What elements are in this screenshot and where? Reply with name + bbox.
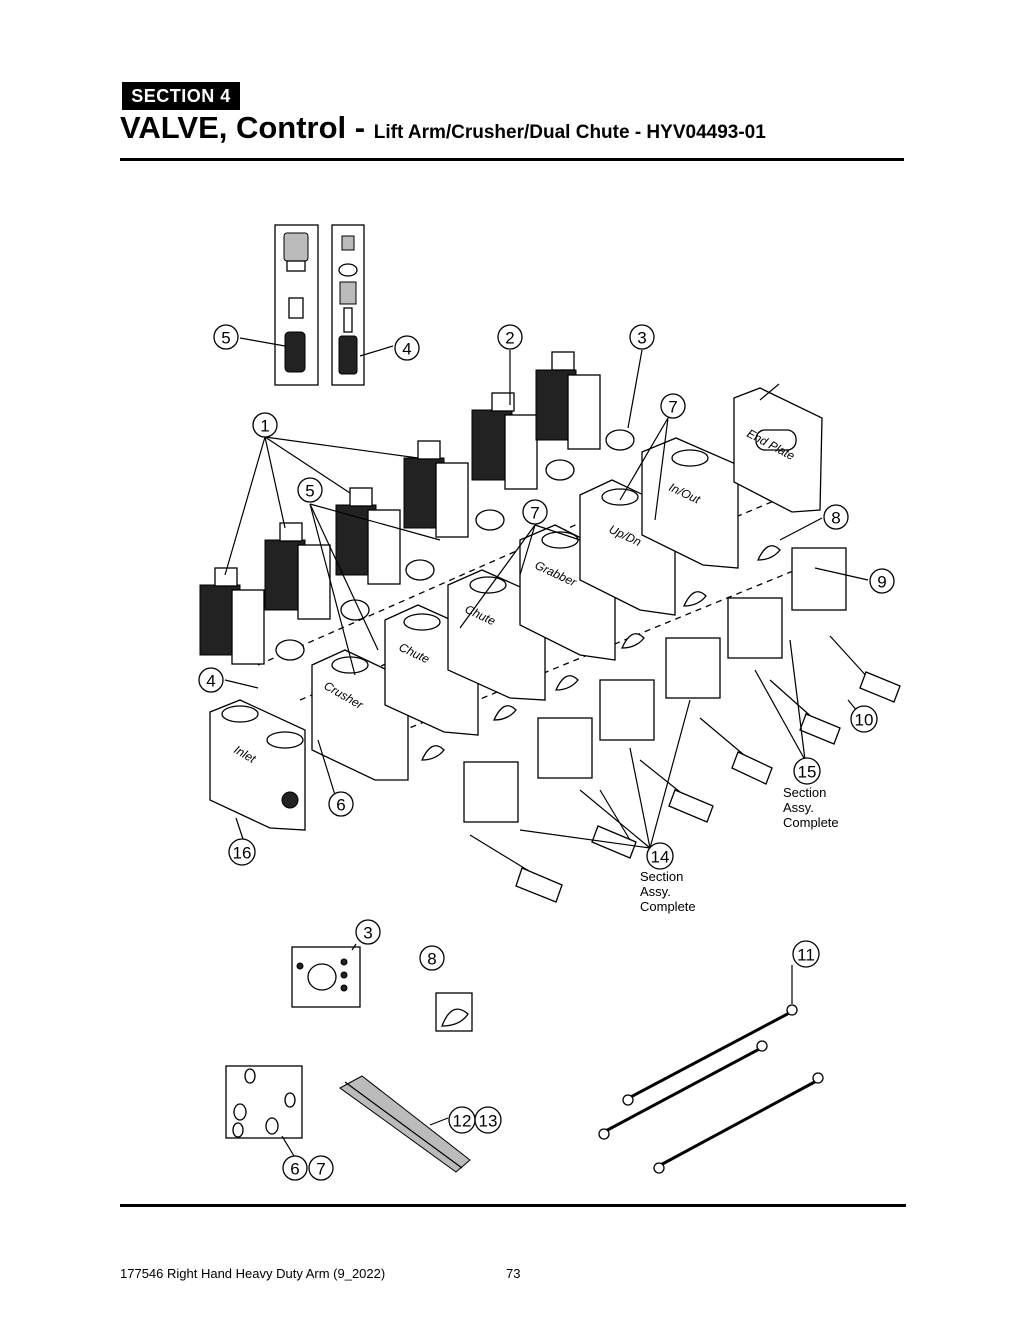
svg-text:7: 7: [530, 504, 539, 523]
callout-10: 10: [850, 705, 878, 733]
callout-11: 11: [792, 940, 820, 968]
callout-8-inset: 8: [419, 945, 445, 971]
callout-5-mid: 5: [297, 477, 323, 503]
callout-13: 13: [474, 1106, 502, 1134]
svg-text:4: 4: [206, 672, 215, 691]
callout-8: 8: [823, 504, 849, 530]
svg-text:7: 7: [668, 398, 677, 417]
svg-text:6: 6: [290, 1160, 299, 1179]
page-title: VALVE, Control - Lift Arm/Crusher/Dual C…: [120, 110, 766, 146]
callout-7-mid: 7: [522, 499, 548, 525]
svg-text:13: 13: [479, 1112, 498, 1131]
svg-text:Complete: Complete: [640, 899, 696, 914]
svg-text:3: 3: [637, 329, 646, 348]
footer-doc-info: 177546 Right Hand Heavy Duty Arm (9_2022…: [120, 1266, 386, 1281]
callout-16: 16: [228, 838, 256, 866]
callout-3-inset: 3: [355, 919, 381, 945]
inset-item-3: [291, 946, 361, 1008]
note-section-assy-14: Section Assy. Complete: [640, 869, 696, 914]
detents: [420, 545, 781, 761]
svg-text:10: 10: [855, 711, 874, 730]
gaskets: [275, 429, 635, 661]
svg-text:7: 7: [316, 1160, 325, 1179]
callout-9: 9: [869, 568, 895, 594]
callout-2: 2: [497, 324, 523, 350]
svg-text:Section: Section: [640, 869, 683, 884]
callout-6-inset: 6: [282, 1155, 308, 1181]
callout-7-top: 7: [660, 393, 686, 419]
inset-item-6-7: [225, 1065, 303, 1139]
callout-5-top: 5: [213, 324, 239, 350]
svg-text:6: 6: [336, 796, 345, 815]
callout-14: 14: [646, 842, 674, 870]
spool-caps-and-levers: [463, 547, 901, 903]
svg-text:8: 8: [831, 509, 840, 528]
valve-blocks: [209, 387, 823, 831]
callout-7-inset: 7: [308, 1155, 334, 1181]
svg-text:5: 5: [305, 482, 314, 501]
svg-text:11: 11: [797, 946, 815, 965]
leader-lines: [224, 337, 869, 1157]
svg-text:15: 15: [798, 763, 817, 782]
header-rule: [120, 158, 904, 161]
callout-1: 1: [252, 412, 278, 438]
tie-rods-item-11: [598, 1004, 824, 1174]
svg-text:Complete: Complete: [783, 815, 839, 830]
svg-text:5: 5: [221, 329, 230, 348]
svg-text:12: 12: [453, 1112, 472, 1131]
callout-15: 15: [793, 757, 821, 785]
svg-text:Assy.: Assy.: [783, 800, 814, 815]
solenoid-coils: [199, 351, 601, 665]
page-number: 73: [506, 1266, 521, 1281]
note-section-assy-15: Section Assy. Complete: [783, 785, 839, 830]
svg-text:2: 2: [505, 329, 514, 348]
footer-rule: [120, 1204, 906, 1207]
callout-4-left: 4: [198, 667, 224, 693]
svg-text:Section: Section: [783, 785, 826, 800]
spring-item-12-13: [339, 1075, 471, 1173]
svg-text:8: 8: [427, 950, 436, 969]
inset-item-5: [274, 224, 319, 386]
svg-text:14: 14: [651, 848, 670, 867]
svg-text:1: 1: [260, 417, 269, 436]
callout-4: 4: [394, 335, 420, 361]
callouts: 1 2 3 4 5 5 7 7 8 9 10 15 14 6 16 4 3 8 …: [198, 324, 895, 1181]
svg-text:4: 4: [402, 340, 411, 359]
title-main: VALVE, Control -: [120, 110, 374, 145]
inset-item-8: [435, 992, 473, 1032]
callout-12: 12: [448, 1106, 476, 1134]
svg-text:Assy.: Assy.: [640, 884, 671, 899]
callout-6: 6: [328, 791, 354, 817]
svg-text:16: 16: [233, 844, 252, 863]
svg-text:9: 9: [877, 573, 886, 592]
title-subtitle: Lift Arm/Crusher/Dual Chute - HYV04493-0…: [373, 122, 766, 143]
callout-3: 3: [629, 324, 655, 350]
svg-text:3: 3: [363, 924, 372, 943]
section-badge: SECTION 4: [122, 82, 240, 110]
inset-item-4: [331, 224, 365, 386]
